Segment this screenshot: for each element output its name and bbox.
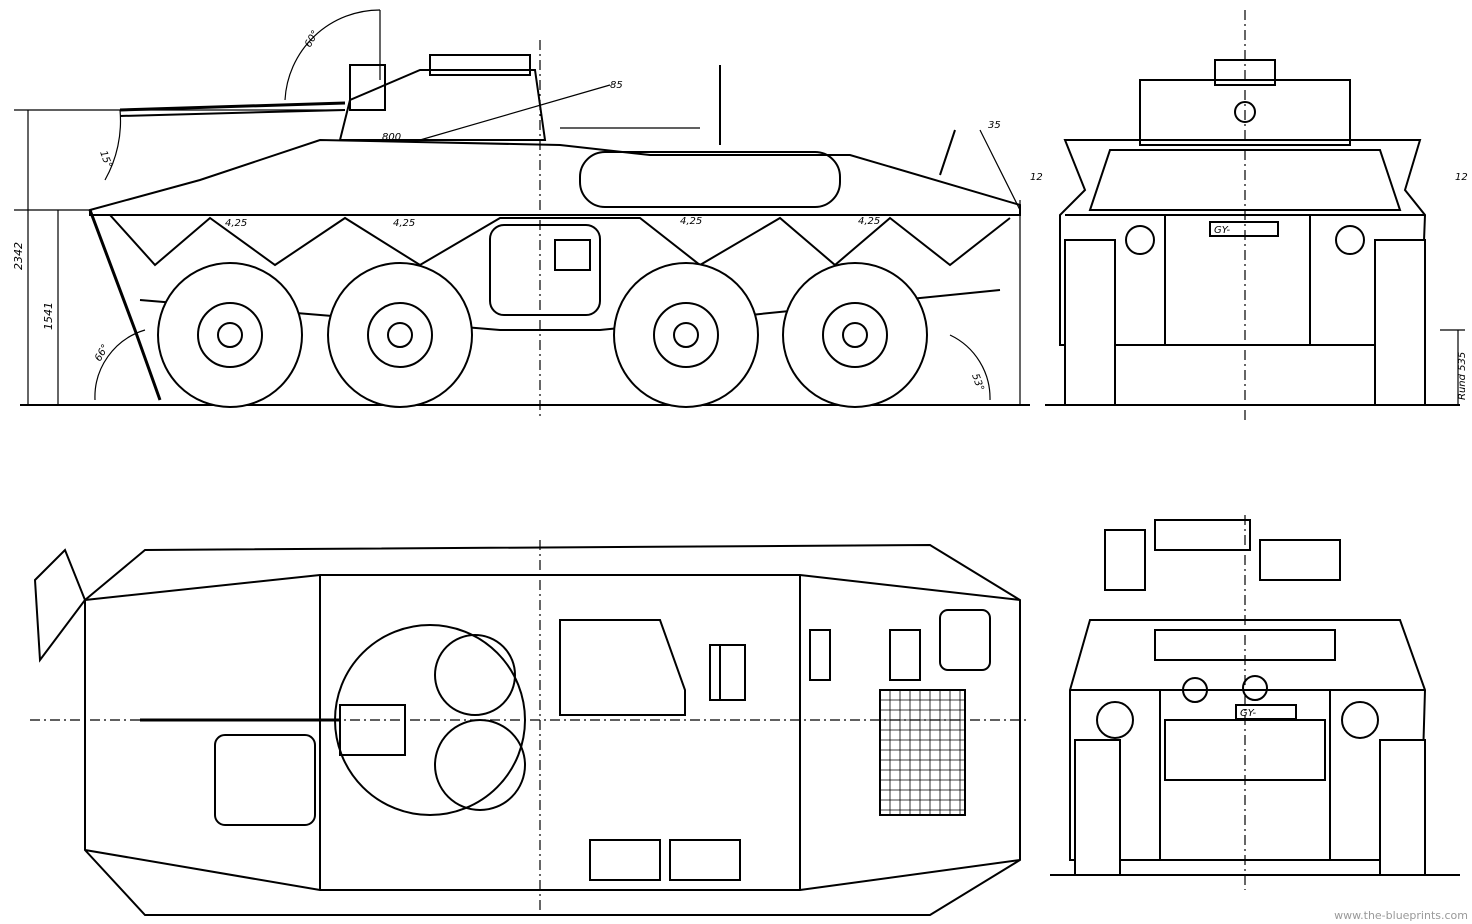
watermark: www.the-blueprints.com xyxy=(1334,909,1468,922)
wheel-1 xyxy=(157,262,303,408)
rear-plate xyxy=(1235,704,1297,720)
label-85: 85 xyxy=(610,80,623,91)
approach-angle: 66° xyxy=(93,343,111,364)
top-view xyxy=(30,540,1030,920)
wheel-3 xyxy=(613,262,759,408)
rear-plate-text: GY- xyxy=(1240,708,1256,719)
armor-top-1: 4,25 xyxy=(225,218,247,229)
height-total: 2342 xyxy=(12,242,25,270)
front-plate-text: GY- xyxy=(1214,225,1230,236)
armor-side-right: 12 xyxy=(1455,172,1468,183)
armor-side-left: 12 xyxy=(1030,172,1043,183)
wheel-4 xyxy=(782,262,928,408)
armor-top-2: 4,25 xyxy=(393,218,415,229)
side-view: 2342 1541 800 60° 15° 66° 53° 35 85 4,25… xyxy=(12,9,1030,420)
armor-top-4: 4,25 xyxy=(858,216,880,227)
ground-clearance: Rund 535 xyxy=(1457,352,1468,400)
rear-view: GY- xyxy=(1050,515,1460,890)
front-view: GY- 12 12 Rund 535 xyxy=(1030,10,1468,420)
gun-length: 800 xyxy=(382,132,401,143)
armor-top-3: 4,25 xyxy=(680,216,702,227)
height-hull: 1541 xyxy=(42,302,55,330)
front-plate xyxy=(1209,221,1279,237)
departure-angle: 53° xyxy=(969,372,985,392)
wheel-2 xyxy=(327,262,473,408)
depression-angle: 15° xyxy=(97,149,113,169)
engine-grille xyxy=(880,690,965,815)
slope-angle: 35 xyxy=(988,120,1001,131)
